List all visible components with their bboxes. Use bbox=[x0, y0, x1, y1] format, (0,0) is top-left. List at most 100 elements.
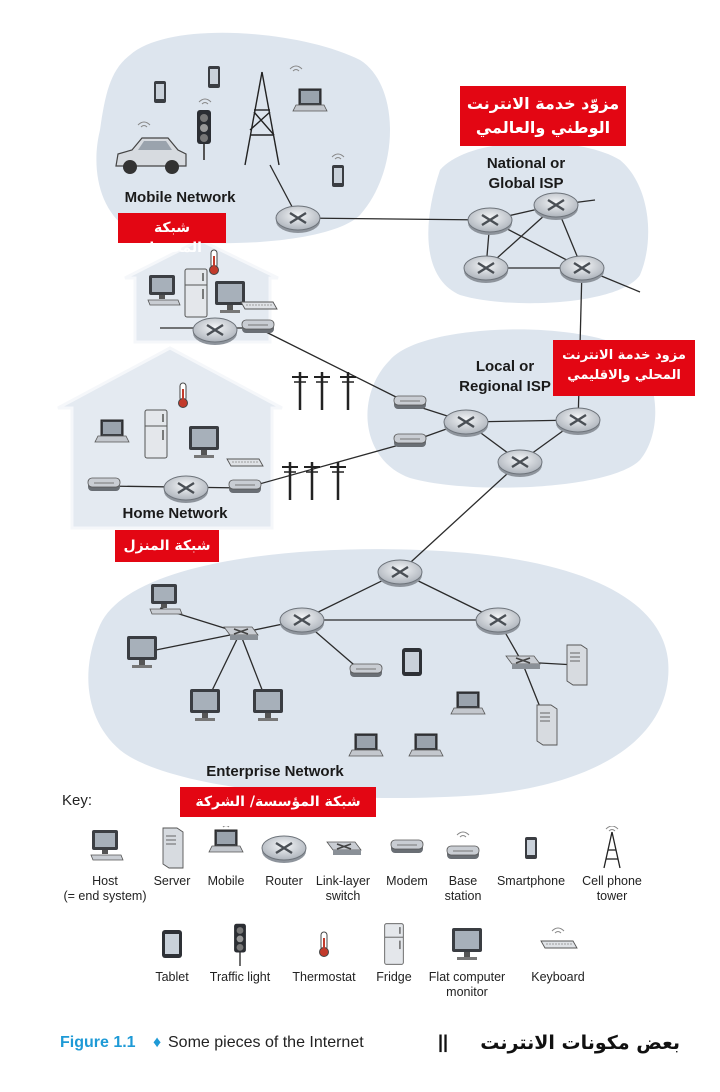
key-smartphone: Smartphone bbox=[476, 826, 586, 889]
local-router-1 bbox=[442, 408, 490, 439]
key-host: Host (= end system) bbox=[50, 826, 160, 904]
mobile-smartphone bbox=[332, 165, 344, 187]
key-label: Flat computer bbox=[428, 970, 506, 984]
caption-text: Some pieces of the Internet bbox=[168, 1034, 364, 1051]
key-label: tower bbox=[596, 889, 628, 903]
utility-pole bbox=[338, 370, 358, 412]
cell-tower bbox=[244, 71, 280, 166]
key-title: Key: bbox=[62, 792, 93, 809]
key-label: Smartphone bbox=[496, 874, 566, 888]
keyboard bbox=[240, 301, 278, 310]
caption-separator: || bbox=[438, 1032, 449, 1052]
key-server: Server bbox=[117, 826, 227, 889]
local-isp-label: Local or Regional ISP bbox=[440, 357, 570, 397]
local-isp-label-line1: Local or bbox=[475, 358, 535, 375]
home-modem-small bbox=[241, 319, 275, 334]
national-isp-arabic-box: مزوّد خدمة الانترنت الوطني والعالمي bbox=[460, 86, 626, 146]
key-label: Base bbox=[448, 874, 478, 888]
thermostat bbox=[177, 382, 189, 409]
fridge bbox=[144, 409, 168, 459]
key-label: Host bbox=[92, 874, 118, 888]
mobile-smartphone bbox=[154, 81, 166, 103]
keyboard bbox=[226, 458, 264, 467]
enterprise-router-3 bbox=[474, 606, 522, 637]
server bbox=[566, 644, 588, 686]
thermostat bbox=[208, 249, 220, 276]
flat-monitor-icon bbox=[452, 928, 482, 960]
utility-pole bbox=[302, 460, 322, 502]
smartphone-icon bbox=[525, 837, 537, 859]
national-isp-arabic-line1: مزوّد خدمة الانترنت bbox=[466, 94, 620, 113]
enterprise-network-label: Enterprise Network bbox=[206, 763, 344, 780]
key-label: Cell phone bbox=[582, 874, 642, 888]
utility-pole bbox=[290, 370, 310, 412]
national-router-3 bbox=[462, 254, 510, 285]
home-network-arabic-box: شبكة المنزل bbox=[115, 530, 219, 562]
caption-arabic: بعض مكونات الانترنت bbox=[480, 1032, 680, 1054]
mobile-network-label: Mobile Network bbox=[124, 189, 236, 206]
key-label: (= end system) bbox=[63, 889, 147, 903]
traffic-light-icon bbox=[233, 922, 247, 966]
key-link-layer-switch: Link-layer switch bbox=[288, 826, 398, 904]
local-router-3 bbox=[496, 448, 544, 479]
key-label: switch bbox=[325, 889, 361, 903]
utility-pole bbox=[280, 460, 300, 502]
key-cell-phone-tower: Cell phone tower bbox=[557, 826, 667, 904]
cell-phone-tower-icon bbox=[603, 826, 621, 869]
isp-modem-1 bbox=[393, 395, 427, 410]
key-mobile: Mobile bbox=[171, 826, 281, 889]
key-router: Router bbox=[229, 826, 339, 889]
key-label: station bbox=[444, 889, 482, 903]
local-router-2 bbox=[554, 406, 602, 437]
home-modem bbox=[228, 479, 262, 494]
key-label: monitor bbox=[446, 985, 488, 999]
key-keyboard: Keyboard bbox=[503, 922, 613, 985]
home-network-label: Home Network bbox=[122, 505, 228, 522]
key-base-station: Base station bbox=[408, 826, 518, 904]
mobile-network-arabic-box: شبكة المحمول bbox=[118, 213, 226, 256]
national-isp-arabic-line2: الوطني والعالمي bbox=[475, 118, 611, 137]
home-router-small bbox=[191, 316, 239, 347]
key-label: Tablet bbox=[155, 970, 189, 984]
server bbox=[536, 704, 558, 746]
mobile-router bbox=[274, 204, 322, 235]
enterprise-router-1 bbox=[376, 558, 424, 589]
key-traffic-light: Traffic light bbox=[185, 922, 295, 985]
mobile-network-cloud bbox=[96, 32, 391, 244]
key-modem: Modem bbox=[352, 826, 462, 889]
car bbox=[115, 137, 187, 174]
national-router-1 bbox=[466, 206, 514, 237]
national-isp-label-line2: Global ISP bbox=[488, 175, 564, 192]
mobile-smartphone bbox=[208, 66, 220, 88]
key-tablet: Tablet bbox=[117, 922, 227, 985]
key-thermostat: Thermostat bbox=[269, 922, 379, 985]
isp-modem-2 bbox=[393, 433, 427, 448]
base-station bbox=[87, 477, 121, 492]
enterprise-router-2 bbox=[278, 606, 326, 637]
figure-number: Figure 1.1 bbox=[60, 1034, 136, 1051]
keyboard-icon bbox=[540, 927, 578, 949]
key-label: Traffic light bbox=[209, 970, 271, 984]
home-router bbox=[162, 474, 210, 505]
key-label: Server bbox=[153, 874, 191, 888]
key-label: Link-layer bbox=[315, 874, 371, 888]
key-label: Modem bbox=[386, 874, 428, 888]
key-label: Thermostat bbox=[292, 970, 356, 984]
key-label: Fridge bbox=[376, 970, 412, 984]
thermostat-icon bbox=[318, 931, 330, 958]
fridge bbox=[184, 268, 208, 318]
national-isp-label: National or Global ISP bbox=[466, 154, 586, 194]
key-fridge: Fridge bbox=[339, 922, 449, 985]
local-isp-arabic-line1: مزود خدمة الانترنت bbox=[562, 348, 686, 363]
utility-pole bbox=[312, 370, 332, 412]
local-isp-arabic-line2: المحلي والاقليمي bbox=[567, 368, 681, 383]
key-label: Keyboard bbox=[531, 970, 585, 984]
national-router-4 bbox=[558, 254, 606, 285]
local-isp-label-line2: Regional ISP bbox=[459, 378, 551, 395]
base-station bbox=[349, 663, 383, 678]
local-isp-arabic-box: مزود خدمة الانترنت المحلي والاقليمي bbox=[553, 340, 695, 396]
fridge-icon bbox=[384, 923, 404, 965]
national-isp-label-line1: National or bbox=[486, 155, 566, 172]
enterprise-network-arabic-box: شبكة المؤسسة/ الشركة bbox=[180, 787, 376, 817]
